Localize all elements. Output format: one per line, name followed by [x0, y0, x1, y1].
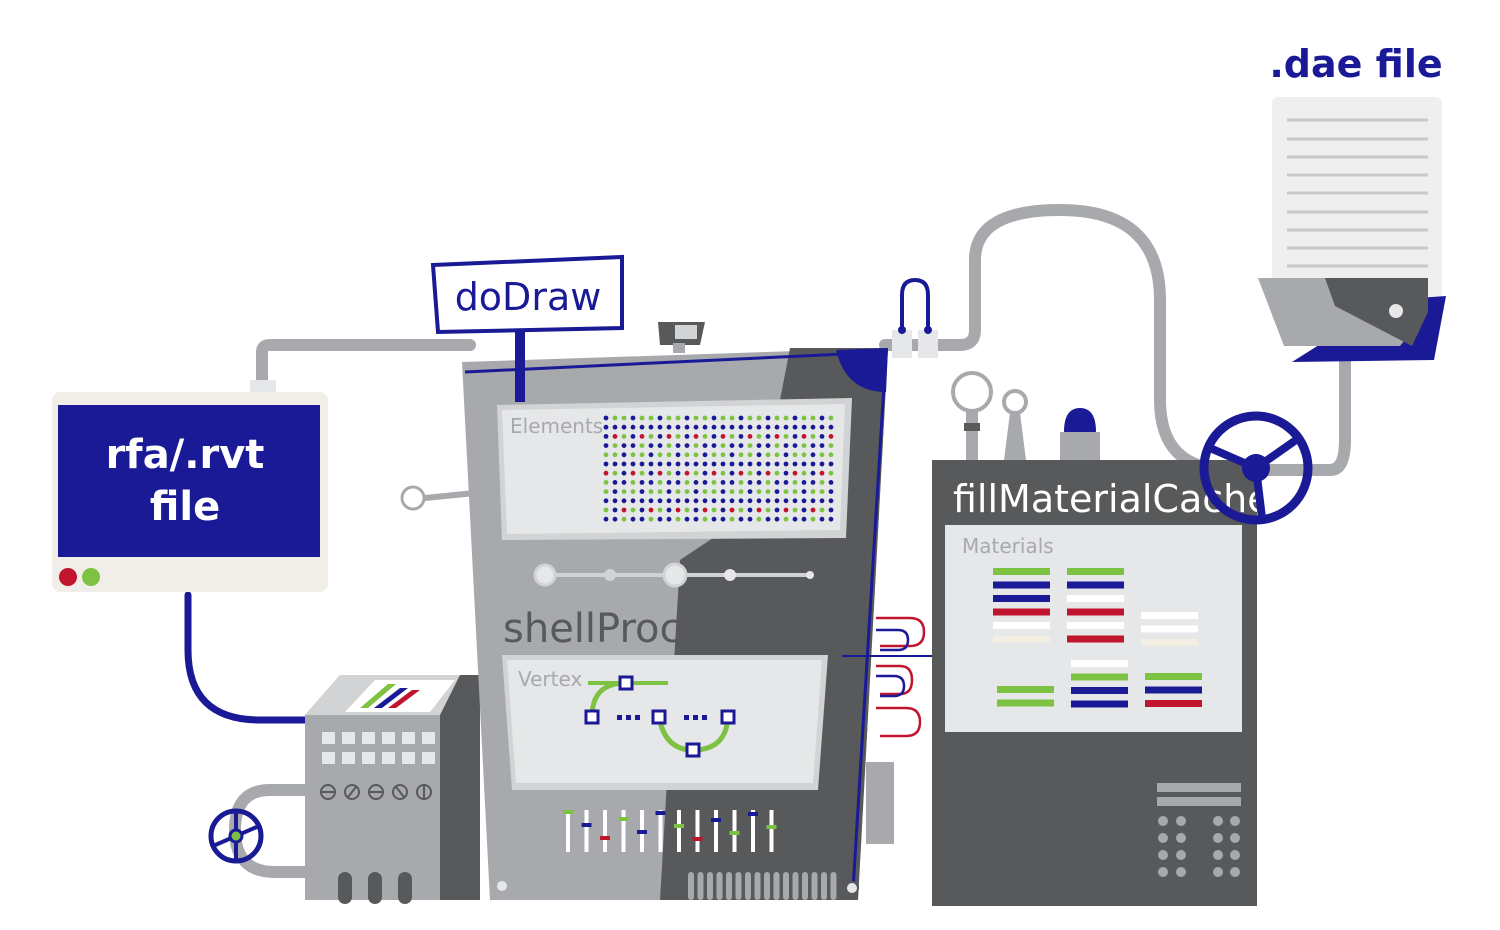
source-title-line1: rfa/.rvt [106, 432, 265, 478]
shellproc-machine: Elements shellProc Vertex [400, 348, 894, 900]
elements-panel: Elements [497, 398, 852, 540]
box-keypad [322, 732, 435, 764]
pipe-source-to-shellproc [256, 339, 476, 391]
vent-strip [688, 872, 837, 900]
source-screen [58, 405, 320, 557]
vertex-panel: Vertex [502, 655, 828, 790]
status-light-red [59, 568, 77, 586]
cable-source-to-box [184, 591, 314, 724]
valve-wheel-left [208, 808, 264, 864]
elements-label: Elements [510, 414, 603, 438]
element-dot-grid [603, 415, 834, 522]
materials-panel: Materials [945, 525, 1242, 732]
source-monitor: rfa/.rvt file [52, 380, 328, 592]
mini-chart-card [345, 680, 455, 712]
vertex-label: Vertex [518, 667, 582, 691]
slider-track [533, 562, 814, 588]
dae-printer [1258, 278, 1446, 362]
paper-clips [876, 616, 926, 738]
shellproc-title: shellProc [503, 606, 681, 652]
dodraw-label: doDraw [455, 275, 602, 319]
fader-bank [563, 810, 777, 852]
box-screws [320, 784, 432, 800]
cache-keypad [1157, 783, 1241, 877]
material-swatches [993, 568, 1202, 708]
dae-output: .dae file [1258, 42, 1446, 362]
cache-title: fillMaterialCache [953, 477, 1271, 521]
valve-wheel-right [1199, 411, 1313, 525]
u-connector [892, 277, 938, 358]
status-light-green [82, 568, 100, 586]
material-cache-machine: fillMaterialCache Materials [932, 371, 1271, 906]
box-vents [338, 872, 412, 904]
clamp [658, 322, 705, 353]
cache-gadgets [951, 371, 1100, 460]
dae-document-lines [1287, 118, 1428, 268]
dodraw-sign: doDraw [430, 254, 624, 402]
pipe-to-dae [1324, 344, 1351, 476]
pipe-shellproc-to-cache [879, 203, 1336, 476]
small-box-machine [305, 675, 480, 904]
source-title-line2: file [150, 484, 221, 530]
dae-title: .dae file [1269, 42, 1442, 86]
materials-label: Materials [962, 534, 1054, 558]
